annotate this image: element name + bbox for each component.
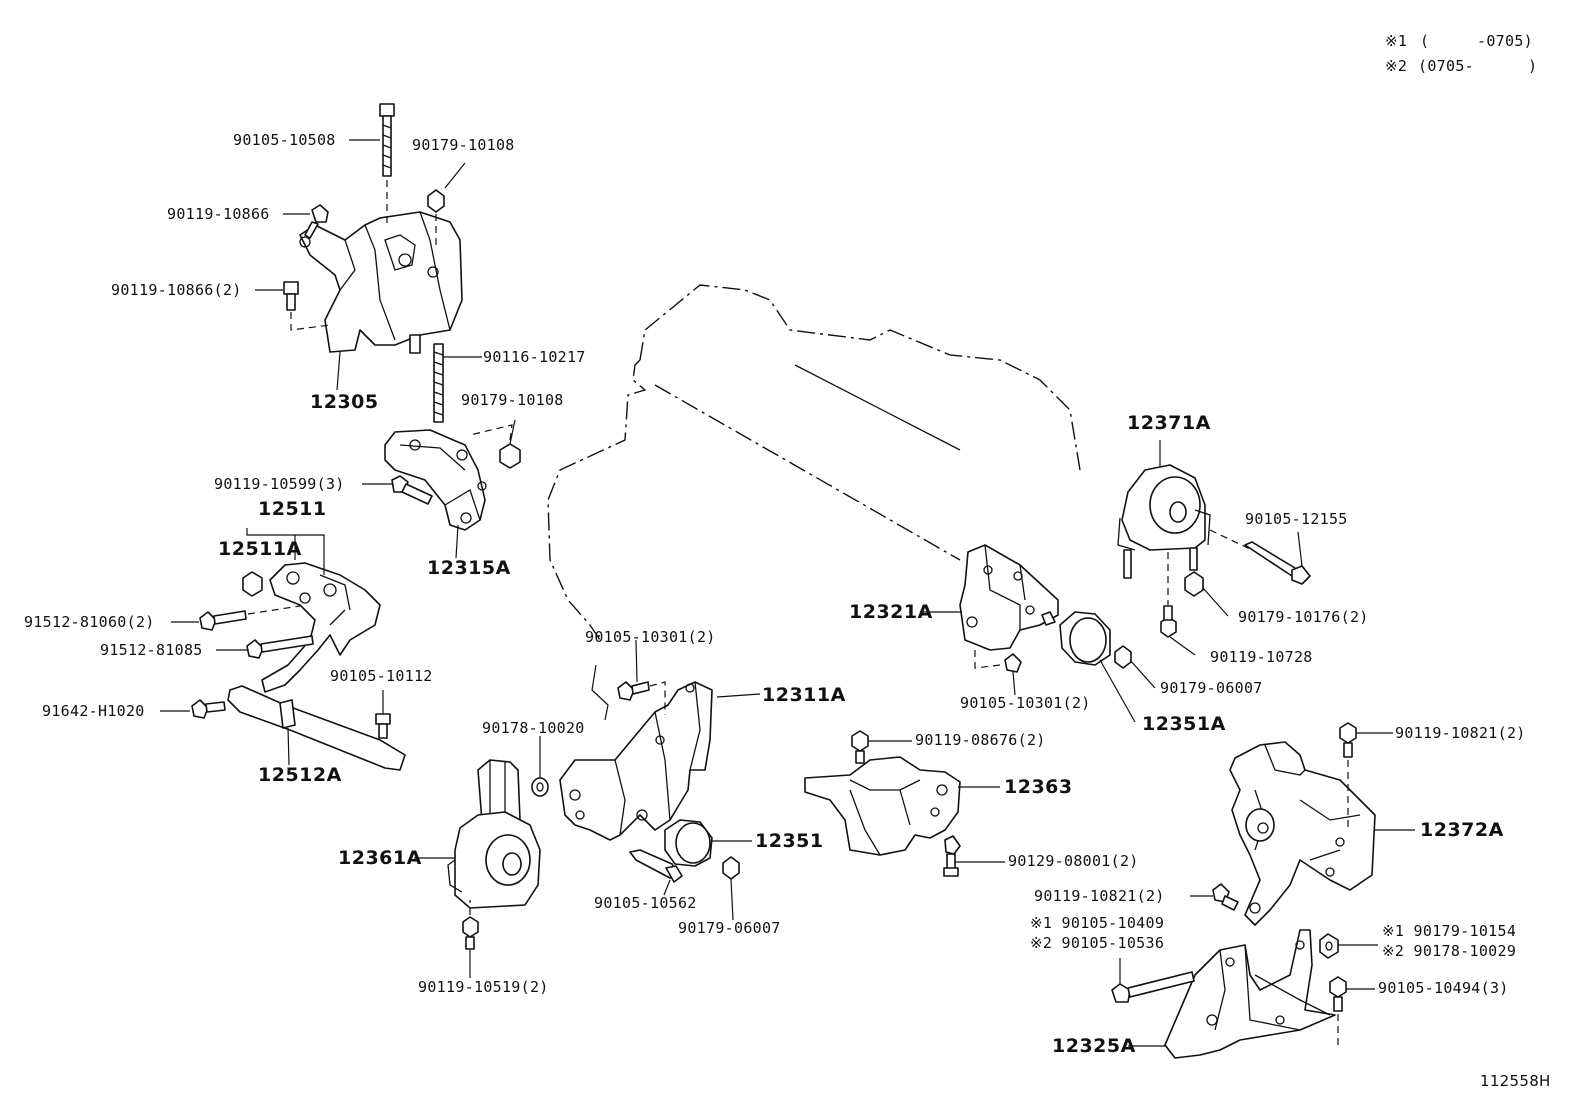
part-12305-bracket	[299, 211, 463, 354]
bushing-12511A	[242, 571, 263, 597]
label-90178-10029[interactable]: ※2 90178-10029	[1382, 942, 1517, 960]
label-90179-10154[interactable]: ※1 90179-10154	[1382, 922, 1517, 940]
label-12372A[interactable]: 12372A	[1420, 819, 1504, 841]
note-2-mark: ※2	[1385, 57, 1408, 75]
label-12351[interactable]: 12351	[755, 830, 824, 852]
label-90119-10728[interactable]: 90119-10728	[1210, 648, 1313, 666]
note-2-range: (0705-	[1418, 57, 1474, 75]
label-90119-10821-2-mid[interactable]: 90119-10821(2)	[1034, 887, 1165, 905]
label-90119-10821-2-top[interactable]: 90119-10821(2)	[1395, 724, 1526, 742]
part-12315A-bracket	[384, 429, 487, 531]
bolt-90105-10494-3	[1329, 976, 1347, 1050]
nut-90179-10176-2	[1184, 571, 1204, 597]
bolt-90105-12155	[1244, 541, 1311, 585]
part-12512A-bar	[227, 685, 406, 771]
nut-90179-06007-left	[722, 856, 740, 880]
part-12511-bracket	[261, 562, 381, 693]
note-1-mark: ※1	[1385, 32, 1408, 50]
label-90129-08001-2[interactable]: 90129-08001(2)	[1008, 852, 1139, 870]
note-2-close: )	[1528, 57, 1538, 75]
label-12371A[interactable]: 12371A	[1127, 412, 1211, 434]
part-12361A-mount	[447, 759, 541, 909]
label-90179-06007-right[interactable]: 90179-06007	[1160, 679, 1263, 697]
label-90105-10409[interactable]: ※1 90105-10409	[1030, 914, 1165, 932]
label-90105-10301-2-right[interactable]: 90105-10301(2)	[960, 694, 1091, 712]
label-12361A[interactable]: 12361A	[338, 847, 422, 869]
bolt-90119-10519-2	[462, 900, 479, 950]
label-12511A[interactable]: 12511A	[218, 538, 302, 560]
label-90105-10301-2-left[interactable]: 90105-10301(2)	[585, 628, 716, 646]
label-90105-12155[interactable]: 90105-12155	[1245, 510, 1348, 528]
bolt-90105-10562	[629, 849, 683, 883]
bolt-90119-10866-2	[283, 281, 331, 331]
label-12363[interactable]: 12363	[1004, 776, 1073, 798]
bolt-90129-08001-2	[943, 835, 961, 877]
label-12512A[interactable]: 12512A	[258, 764, 342, 786]
label-91642-H1020[interactable]: 91642-H1020	[42, 702, 145, 720]
label-12325A[interactable]: 12325A	[1052, 1035, 1136, 1057]
label-90116-10217[interactable]: 90116-10217	[483, 348, 586, 366]
nut-90179-10108-top	[427, 189, 445, 250]
label-90105-10562[interactable]: 90105-10562	[594, 894, 697, 912]
part-12372A-bracket	[1229, 741, 1376, 926]
label-90179-10108-mid[interactable]: 90179-10108	[461, 391, 564, 409]
label-91512-81060-2[interactable]: 91512-81060(2)	[24, 613, 155, 631]
note-1-open: (	[1420, 32, 1430, 50]
note-1-range: -0705)	[1477, 32, 1533, 50]
label-90119-10866-2[interactable]: 90119-10866(2)	[111, 281, 242, 299]
label-12305[interactable]: 12305	[310, 391, 379, 413]
nut-90179-10108-mid	[469, 424, 521, 469]
label-90178-10020[interactable]: 90178-10020	[482, 719, 585, 737]
label-90119-08676-2[interactable]: 90119-08676(2)	[915, 731, 1046, 749]
label-12315A[interactable]: 12315A	[427, 557, 511, 579]
bolt-90105-10508	[379, 103, 395, 228]
label-12311A[interactable]: 12311A	[762, 684, 846, 706]
bolt-90119-10728	[1160, 605, 1177, 638]
label-90179-06007-left[interactable]: 90179-06007	[678, 919, 781, 937]
bolt-90119-10599-3	[391, 475, 433, 505]
label-90179-10176-2[interactable]: 90179-10176(2)	[1238, 608, 1369, 626]
label-90105-10536[interactable]: ※2 90105-10536	[1030, 934, 1165, 952]
label-12321A[interactable]: 12321A	[849, 601, 933, 623]
bolt-90119-10866	[304, 204, 329, 239]
bolt-90105-10112	[375, 713, 391, 739]
nut-90179-06007-right	[1114, 645, 1132, 669]
stud-90116-10217	[433, 343, 444, 423]
bolt-91512-81060-2	[199, 605, 301, 631]
bolt-90105-10409-10536	[1111, 971, 1195, 1003]
bolt-91642-H1020	[191, 699, 226, 719]
part-12363-mount	[804, 756, 961, 856]
label-90105-10494-3[interactable]: 90105-10494(3)	[1378, 979, 1509, 997]
leader-lines	[160, 139, 1415, 1047]
figure-id: 112558H	[1480, 1072, 1551, 1090]
part-12321A-bracket	[959, 544, 1059, 669]
label-90119-10599-3[interactable]: 90119-10599(3)	[214, 475, 345, 493]
part-12325A-bracket	[1164, 929, 1336, 1059]
part-12371A-mount	[1117, 464, 1291, 605]
label-12511[interactable]: 12511	[258, 498, 327, 520]
label-91512-81085[interactable]: 91512-81085	[100, 641, 203, 659]
label-90119-10519-2[interactable]: 90119-10519(2)	[418, 978, 549, 996]
label-90119-10866[interactable]: 90119-10866	[167, 205, 270, 223]
label-90179-10108-top[interactable]: 90179-10108	[412, 136, 515, 154]
nut-90179-10154-90178-10029	[1319, 933, 1339, 959]
label-90105-10112[interactable]: 90105-10112	[330, 667, 433, 685]
bolt-90105-10301-2-left	[591, 664, 666, 721]
label-12351A[interactable]: 12351A	[1142, 713, 1226, 735]
bolt-91512-81085	[246, 635, 314, 659]
mount-12351A	[1059, 611, 1111, 666]
bolt-90119-10821-2-mid	[1212, 883, 1239, 911]
label-90105-10508[interactable]: 90105-10508	[233, 131, 336, 149]
mount-12351	[664, 819, 713, 867]
engine-outline	[547, 284, 1081, 641]
bolt-90105-10301-2-right	[1004, 611, 1056, 673]
part-12311A-bracket	[559, 681, 713, 841]
bolt-90119-08676-2	[851, 730, 869, 764]
nut-90178-10020	[531, 777, 549, 797]
bolt-90119-10821-2-top	[1339, 722, 1357, 830]
